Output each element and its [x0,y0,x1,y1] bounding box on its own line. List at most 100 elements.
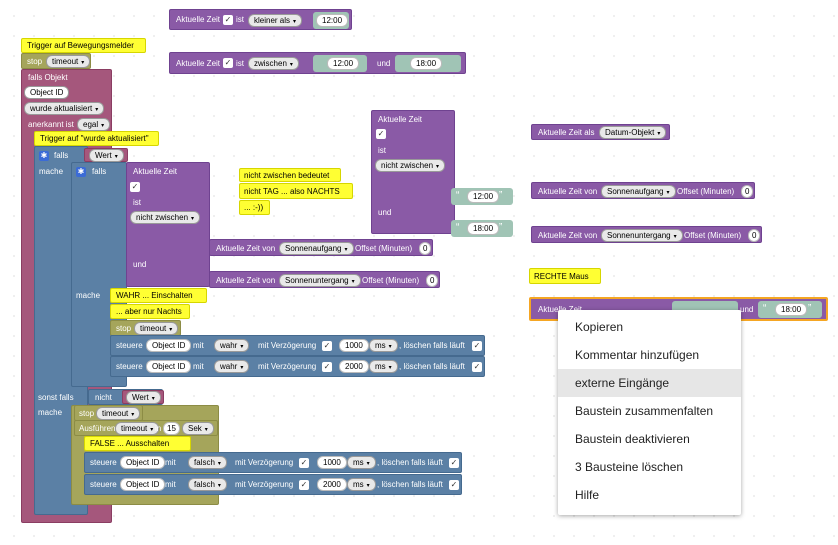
wert-dropdown[interactable]: Wert▾ [126,391,161,404]
delay-checkbox[interactable]: ✓ [299,480,309,490]
condition-dropdown[interactable]: wurde aktualisiert▾ [24,102,105,115]
value-field[interactable]: 12:00 [467,190,500,203]
operator-dropdown[interactable]: zwischen▾ [248,57,299,70]
value-field[interactable]: 12:00 [316,14,349,27]
delay-checkbox[interactable]: ✓ [322,362,332,372]
wert-block[interactable]: Wert▾ [84,148,128,162]
menu-item-hilfe[interactable]: Hilfe [575,488,600,502]
unit-dropdown[interactable]: Sek▾ [182,422,214,435]
delay-checkbox[interactable]: ✓ [299,458,309,468]
value-dropdown[interactable]: falsch▾ [188,456,227,469]
object-id-field[interactable]: Object ID [24,86,70,99]
menu-item-baustein-zusammenfalten[interactable]: Baustein zusammenfalten [575,404,714,418]
string-block-1800[interactable]: “ 18:00 ” [451,220,513,237]
operator-dropdown[interactable]: kleiner als▾ [248,14,303,27]
menu-item-externe-eingaenge[interactable]: externe Eingänge [558,369,741,397]
comment-line-1[interactable]: nicht zwischen bedeutet [239,168,341,182]
menu-item-kopieren[interactable]: Kopieren [575,320,624,334]
delay-field[interactable]: 1000 [317,456,347,469]
comment-wahr-einschalten[interactable]: WAHR ... Einschalten [110,288,207,303]
value-field[interactable]: 18:00 [467,222,500,235]
clear-checkbox[interactable]: ✓ [449,458,459,468]
timeout-dropdown[interactable]: timeout▾ [46,55,91,68]
comment-line-3[interactable]: ... :-)) [239,200,270,215]
delay-field[interactable]: 2000 [317,478,347,491]
und-label: und [740,305,754,314]
block-aktuelle-zeit-kleiner-als[interactable]: Aktuelle Zeit ✓ ist kleiner als▾ 12:00 [169,9,352,30]
comment-nur-nachts[interactable]: ... aber nur Nachts [110,304,190,319]
delay-checkbox[interactable]: ✓ [322,341,332,351]
object-id-field[interactable]: Object ID [146,339,192,352]
steuere-block-2[interactable]: steuere Object ID mit wahr▾ mit Verzöger… [110,356,485,377]
mit-label: mit [193,362,204,371]
clear-checkbox[interactable]: ✓ [472,362,482,372]
timeout-dropdown[interactable]: timeout▾ [134,322,179,335]
ausfuehren-block[interactable]: Ausführen timeout▾ in 15 Sek▾ [74,420,218,436]
offset-field[interactable]: 0 [748,229,761,242]
value-field[interactable]: 12:00 [327,57,360,70]
delay-field[interactable]: 1000 [339,339,369,352]
timeout-dropdown[interactable]: timeout▾ [96,407,141,420]
value-dropdown[interactable]: falsch▾ [188,478,227,491]
steuere-block-3[interactable]: steuere Object ID mit falsch▾ mit Verzög… [84,452,462,473]
offset-field[interactable]: 0 [741,185,754,198]
object-id-field[interactable]: Object ID [120,478,166,491]
menu-item-kommentar-hinzufuegen[interactable]: Kommentar hinzufügen [575,348,700,362]
menu-item-bausteine-loeschen[interactable]: 3 Bausteine löschen [575,460,684,474]
string-block[interactable]: “ 18:00 ” [758,301,822,318]
block-aktuelle-zeit-zwischen[interactable]: Aktuelle Zeit ✓ ist zwischen▾ 12:00 und … [169,52,466,74]
object-id-field[interactable]: Object ID [120,456,166,469]
value-field[interactable]: 18:00 [775,303,808,316]
steuere-block-4[interactable]: steuere Object ID mit falsch▾ mit Verzög… [84,474,462,495]
steuere-block-1[interactable]: steuere Object ID mit wahr▾ mit Verzöger… [110,335,485,356]
checkbox[interactable]: ✓ [130,182,140,192]
checkbox[interactable]: ✓ [223,15,233,25]
object-id-field[interactable]: Object ID [146,360,192,373]
aktuelle-zeit-als-block[interactable]: Aktuelle Zeit als Datum-Objekt▾ [531,124,670,140]
aktuelle-zeit-von-sonnenaufgang-block[interactable]: Aktuelle Zeit von Sonnenaufgang▾ Offset … [531,182,755,199]
string-block-1200[interactable]: “ 12:00 ” [451,188,513,205]
clear-checkbox[interactable]: ✓ [472,341,482,351]
sun-dropdown[interactable]: Sonnenaufgang▾ [601,185,676,198]
format-dropdown[interactable]: Datum-Objekt▾ [599,126,667,139]
checkbox[interactable]: ✓ [376,129,386,139]
value-dropdown[interactable]: wahr▾ [214,339,250,352]
operator-dropdown[interactable]: nicht zwischen▾ [130,211,201,224]
value-field[interactable]: 18:00 [410,57,443,70]
wert-dropdown[interactable]: Wert▾ [89,149,124,162]
comment-false-ausschalten[interactable]: FALSE ... Ausschalten [84,436,191,451]
comment-rechte-maus[interactable]: RECHTE Maus [529,268,601,284]
unit-dropdown[interactable]: ms▾ [369,360,398,373]
aktuelle-zeit-von-sonnenuntergang-block[interactable]: Aktuelle Zeit von Sonnenuntergang▾ Offse… [531,226,762,243]
delay-value-field[interactable]: 15 [163,422,180,435]
stop-timeout-block-2[interactable]: stop timeout▾ [110,320,181,336]
stop-timeout-block-3[interactable]: stop timeout▾ [74,405,143,421]
gear-icon[interactable]: ✱ [76,167,86,177]
delay-field[interactable]: 2000 [339,360,369,373]
anerkannt-dropdown[interactable]: egal▾ [77,118,111,131]
floating-aktuelle-zeit-nicht-zwischen[interactable]: Aktuelle Zeit ✓ ist nicht zwischen▾ und [371,110,455,234]
sun-dropdown[interactable]: Sonnenaufgang▾ [279,242,354,255]
wert-block-2[interactable]: Wert▾ [122,390,164,404]
unit-dropdown[interactable]: ms▾ [347,456,376,469]
aktuelle-zeit-nicht-zwischen-inline[interactable]: Aktuelle Zeit ✓ ist nicht zwischen▾ und [126,162,210,287]
aktuelle-zeit-von-sonnenuntergang-inline[interactable]: Aktuelle Zeit von Sonnenuntergang▾ Offse… [209,271,440,288]
aktuelle-zeit-von-sonnenaufgang-inline[interactable]: Aktuelle Zeit von Sonnenaufgang▾ Offset … [209,239,433,256]
stop-timeout-block[interactable]: stop timeout▾ [21,53,91,69]
gear-icon[interactable]: ✱ [39,151,49,161]
comment-trigger-bewegungsmelder[interactable]: Trigger auf Bewegungsmelder [21,38,146,53]
comment-trigger-aktualisiert[interactable]: Trigger auf "wurde aktualisiert" [34,131,159,146]
clear-checkbox[interactable]: ✓ [449,480,459,490]
offset-field[interactable]: 0 [426,274,439,287]
sun-dropdown[interactable]: Sonnenuntergang▾ [279,274,361,287]
checkbox[interactable]: ✓ [223,58,233,68]
menu-item-baustein-deaktivieren[interactable]: Baustein deaktivieren [575,432,690,446]
sun-dropdown[interactable]: Sonnenuntergang▾ [601,229,683,242]
timeout-dropdown[interactable]: timeout▾ [115,422,160,435]
value-dropdown[interactable]: wahr▾ [214,360,250,373]
comment-line-2[interactable]: nicht TAG ... also NACHTS [239,183,353,199]
operator-dropdown[interactable]: nicht zwischen▾ [375,159,446,172]
offset-field[interactable]: 0 [419,242,432,255]
unit-dropdown[interactable]: ms▾ [347,478,376,491]
unit-dropdown[interactable]: ms▾ [369,339,398,352]
